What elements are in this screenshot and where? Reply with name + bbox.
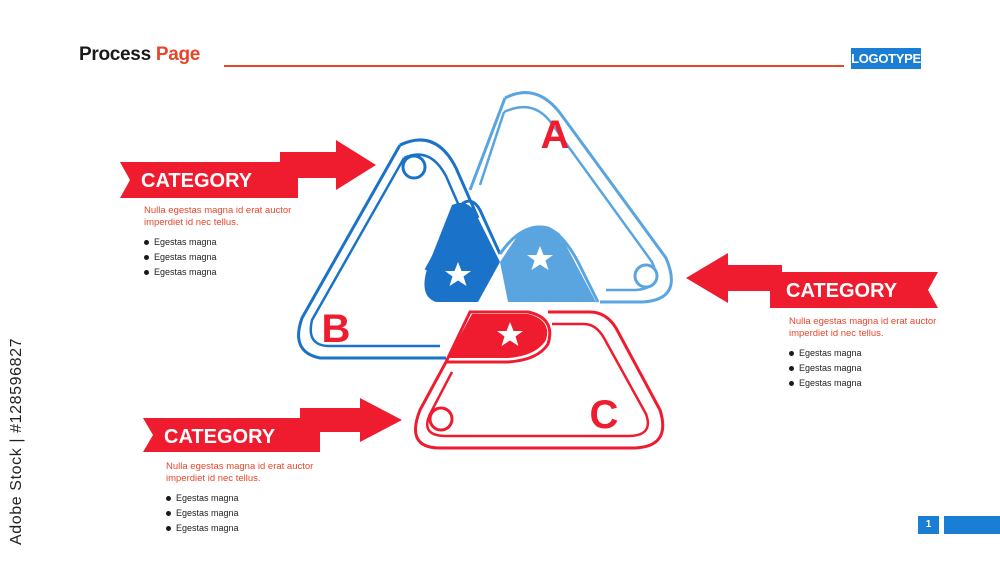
star-icon [497, 322, 523, 346]
category-1-list: Egestas magna Egestas magna Egestas magn… [144, 235, 324, 280]
page-number: 1 [918, 516, 939, 534]
title-divider [224, 65, 844, 67]
category-1-block: Nulla egestas magna id erat auctor imper… [144, 205, 324, 280]
list-item: Egestas magna [789, 376, 969, 391]
list-item: Egestas magna [166, 491, 346, 506]
footer-bar [944, 516, 1000, 534]
category-2-block: Nulla egestas magna id erat auctor imper… [789, 316, 969, 391]
category-3-list: Egestas magna Egestas magna Egestas magn… [166, 491, 346, 536]
list-item: Egestas magna [789, 361, 969, 376]
page-title-main: Process [79, 44, 151, 65]
category-arrow-3: CATEGORY [143, 398, 402, 452]
category-3-description: Nulla egestas magna id erat auctor imper… [166, 461, 314, 484]
overlap-fill-light-blue [500, 225, 596, 302]
star-icon [527, 246, 553, 270]
list-item: Egestas magna [144, 235, 324, 250]
category-2-description: Nulla egestas magna id erat auctor imper… [789, 316, 937, 339]
list-item: Egestas magna [166, 521, 346, 536]
list-item: Egestas magna [144, 265, 324, 280]
triangle-b [297, 138, 480, 360]
triangle-c-letter: C [590, 393, 619, 437]
category-1-label: CATEGORY [141, 170, 253, 192]
logotype-badge: LOGOTYPE [851, 48, 921, 69]
category-arrow-1: CATEGORY [120, 140, 376, 198]
triangle-c [414, 310, 665, 450]
list-item: Egestas magna [166, 506, 346, 521]
overlap-fill-dark-blue [424, 202, 500, 302]
category-1-description: Nulla egestas magna id erat auctor imper… [144, 205, 292, 228]
category-3-block: Nulla egestas magna id erat auctor imper… [166, 461, 346, 536]
overlap-fill-red [448, 314, 548, 358]
category-3-label: CATEGORY [164, 426, 276, 448]
star-icon [445, 262, 471, 286]
page-title-accent: Page [155, 44, 201, 65]
category-2-list: Egestas magna Egestas magna Egestas magn… [789, 346, 969, 391]
page-title: Process Page [79, 44, 200, 66]
triangle-a [468, 91, 673, 304]
category-arrow-2: CATEGORY [686, 253, 938, 308]
triangle-b-letter: B [322, 307, 351, 351]
triangle-a-letter: A [541, 113, 570, 157]
list-item: Egestas magna [789, 346, 969, 361]
category-2-label: CATEGORY [786, 280, 898, 302]
list-item: Egestas magna [144, 250, 324, 265]
